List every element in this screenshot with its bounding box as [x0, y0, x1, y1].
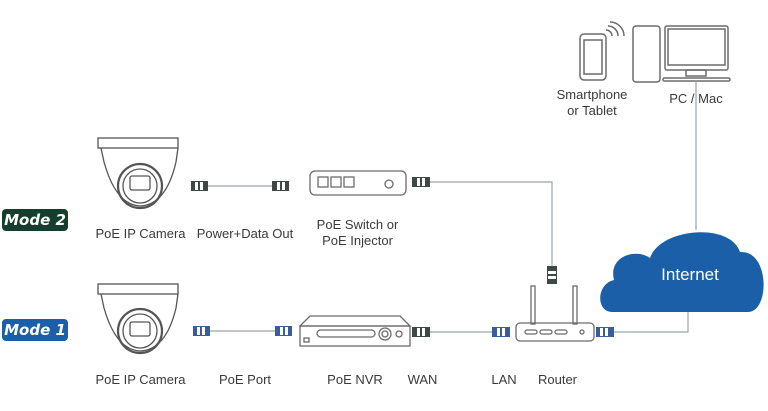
camera-mode2-icon	[97, 137, 179, 210]
pc-label: PC / Mac	[669, 91, 723, 106]
connector-mode1-left	[193, 326, 210, 336]
poe-switch-label: PoE Switch or PoE Injector	[305, 217, 410, 249]
lan-label: LAN	[491, 372, 517, 387]
camera-mode1-icon	[97, 283, 179, 355]
connector-mode2-right	[272, 181, 289, 191]
connector-mode2-left	[191, 181, 208, 191]
internet-to-router-line	[614, 308, 689, 333]
smartphone-label-line2: or Tablet	[567, 103, 617, 118]
connector-router-lan	[492, 327, 510, 337]
poe-nvr-icon	[298, 315, 412, 347]
poe-switch-label-line1: PoE Switch or	[316, 217, 399, 232]
internet-label: Internet	[661, 265, 719, 284]
camera-mode1-label: PoE IP Camera	[95, 372, 186, 387]
switch-to-router-line	[430, 181, 553, 266]
power-data-out-label: Power+Data Out	[196, 226, 294, 241]
poe-nvr-label: PoE NVR	[327, 372, 383, 387]
poe-switch-icon	[309, 170, 407, 196]
smartphone-label-line1: Smartphone	[556, 87, 628, 102]
monitor-icon	[662, 25, 731, 82]
router-icon	[515, 285, 595, 342]
connector-router-top	[547, 266, 557, 284]
internet-cloud	[600, 232, 764, 312]
poe-switch-label-line2: PoE Injector	[322, 233, 393, 248]
smartphone-label: Smartphone or Tablet	[552, 87, 632, 119]
wifi-icon	[605, 21, 625, 37]
smartphone-icon	[579, 33, 607, 81]
pc-tower-icon	[632, 25, 661, 83]
connector-mode1-right	[275, 326, 292, 336]
router-label: Router	[537, 372, 578, 387]
mode-1-badge: Mode 1	[2, 319, 68, 341]
connector-nvr-wan	[412, 327, 430, 337]
connector-switch-out	[412, 177, 430, 187]
poe-port-label: PoE Port	[218, 372, 272, 387]
wan-label: WAN	[407, 372, 438, 387]
mode-2-badge: Mode 2	[2, 209, 68, 231]
connector-router-wan	[596, 327, 614, 337]
camera-mode2-label: PoE IP Camera	[95, 226, 186, 241]
